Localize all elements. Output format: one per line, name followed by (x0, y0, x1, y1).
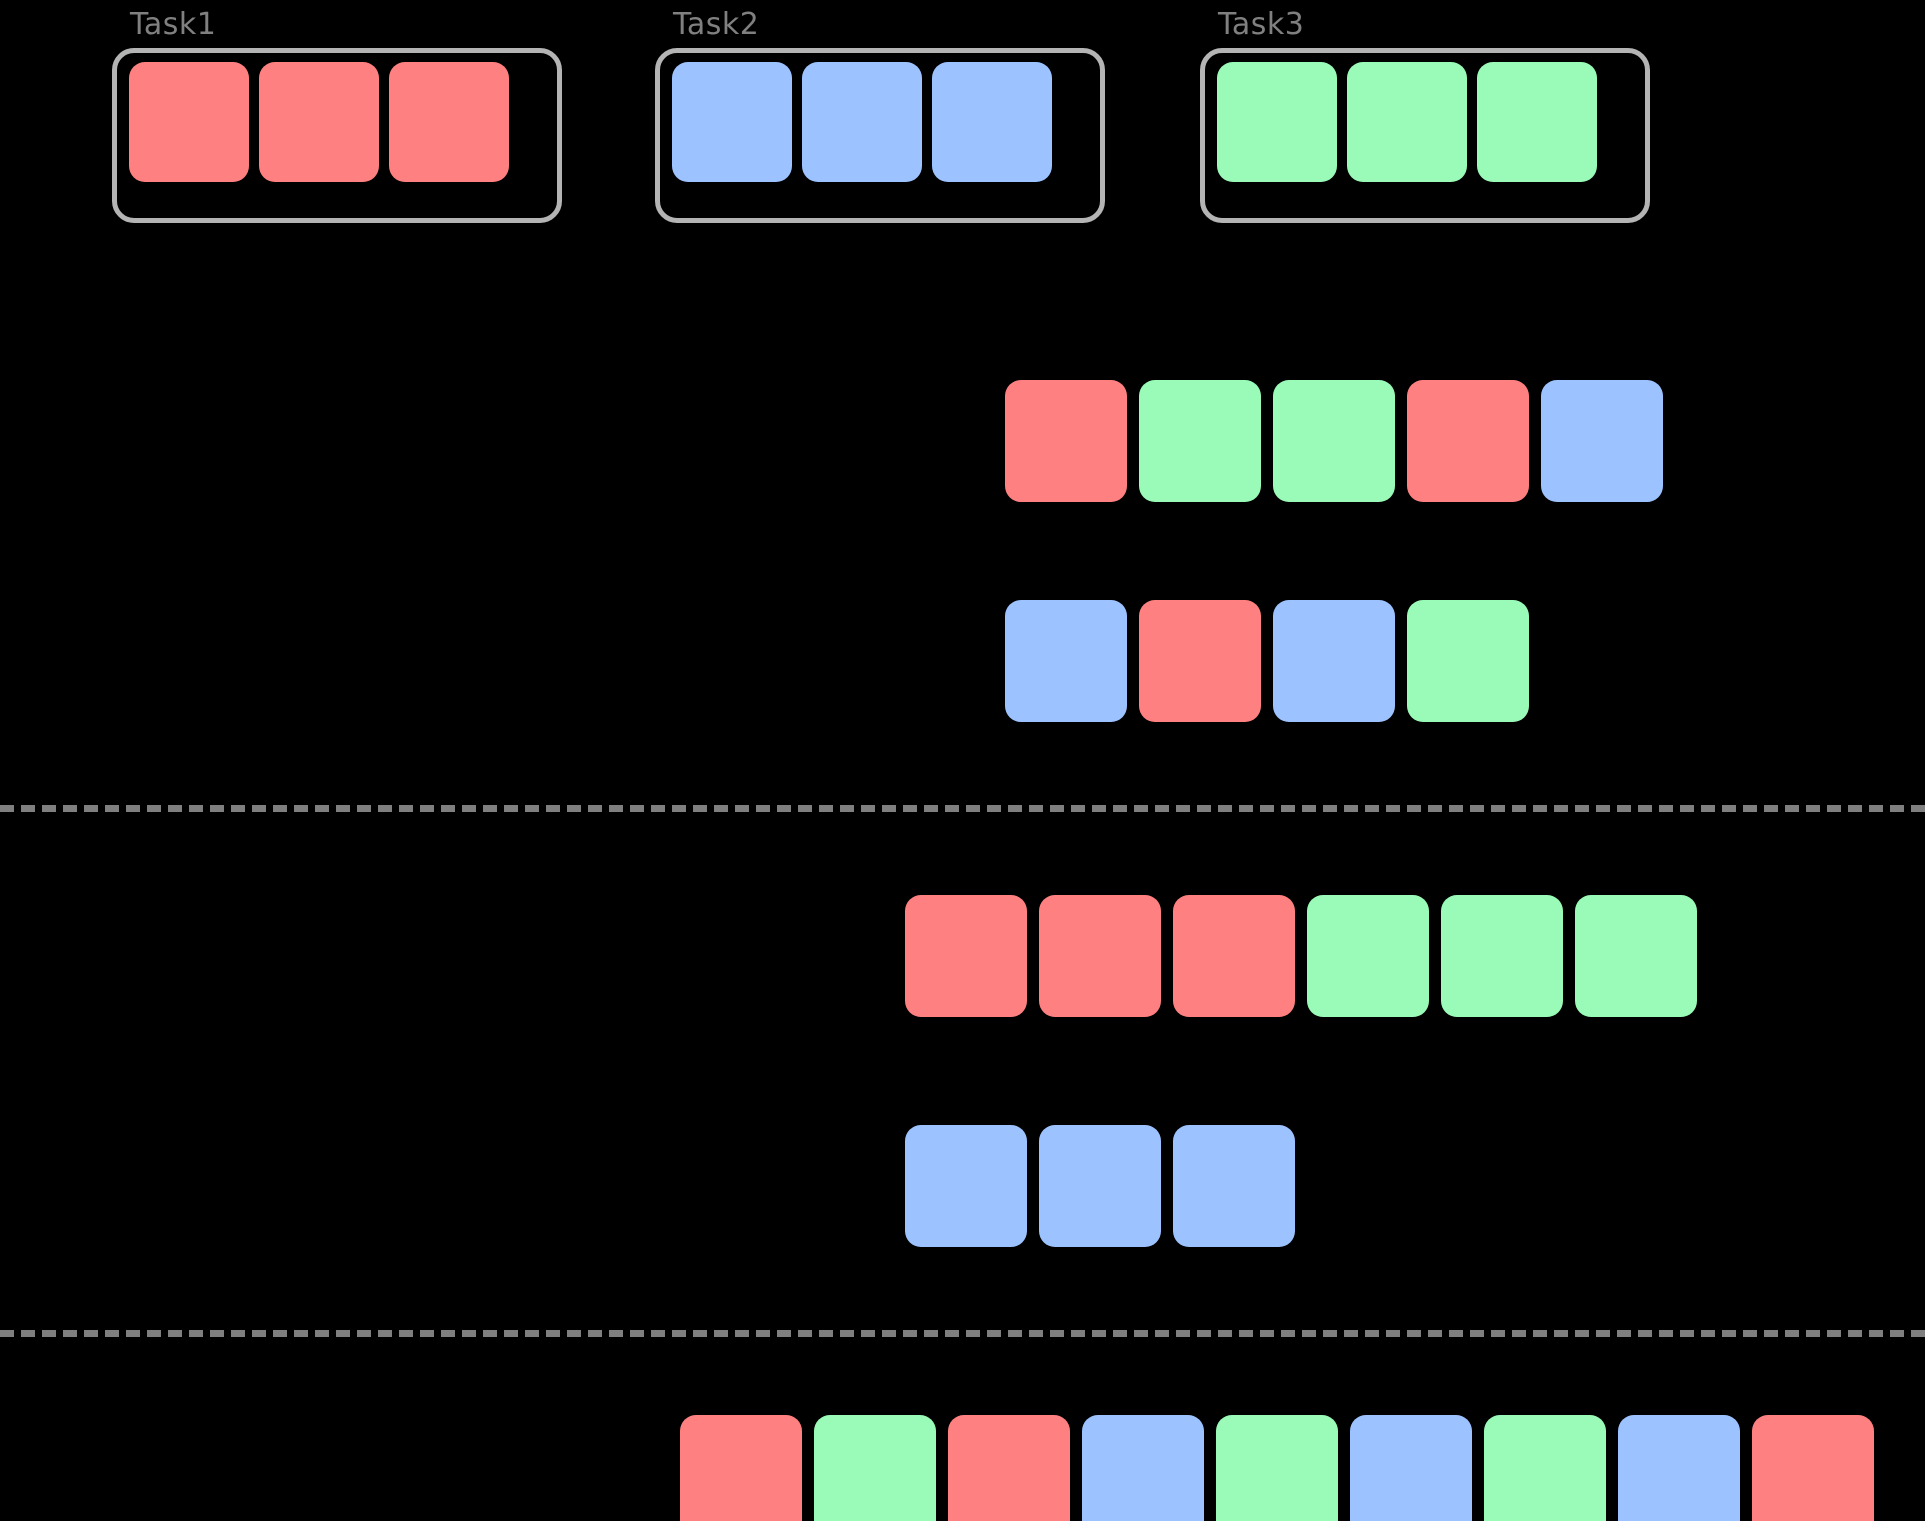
sequence-block[interactable] (1005, 600, 1127, 722)
sequence-block[interactable] (1441, 895, 1563, 1017)
sequence-block[interactable] (814, 1415, 936, 1521)
sequence-block[interactable] (1082, 1415, 1204, 1521)
sequence-block[interactable] (1541, 380, 1663, 502)
sequence-4 (905, 1125, 1295, 1247)
task-block[interactable] (389, 62, 509, 182)
task-group-blocks (672, 62, 1052, 182)
task-block[interactable] (1217, 62, 1337, 182)
divider-2 (0, 1330, 1925, 1337)
sequence-block[interactable] (1139, 600, 1261, 722)
task-group-frame (112, 48, 562, 223)
sequence-1 (1005, 380, 1663, 502)
task-block[interactable] (672, 62, 792, 182)
task-block[interactable] (259, 62, 379, 182)
task-block[interactable] (1347, 62, 1467, 182)
sequence-block[interactable] (905, 1125, 1027, 1247)
sequence-block[interactable] (1752, 1415, 1874, 1521)
task-block[interactable] (932, 62, 1052, 182)
task-group-blocks (129, 62, 509, 182)
sequence-block[interactable] (1618, 1415, 1740, 1521)
sequence-2 (1005, 600, 1529, 722)
sequence-block[interactable] (1039, 895, 1161, 1017)
task-group-label: Task2 (673, 7, 760, 42)
task-block[interactable] (129, 62, 249, 182)
task-group-label: Task1 (130, 7, 217, 42)
sequence-5 (680, 1415, 1874, 1521)
sequence-block[interactable] (1350, 1415, 1472, 1521)
sequence-block[interactable] (1407, 380, 1529, 502)
sequence-block[interactable] (1484, 1415, 1606, 1521)
sequence-block[interactable] (1039, 1125, 1161, 1247)
sequence-block[interactable] (948, 1415, 1070, 1521)
sequence-block[interactable] (1307, 895, 1429, 1017)
sequence-block[interactable] (1139, 380, 1261, 502)
sequence-block[interactable] (1216, 1415, 1338, 1521)
task-block[interactable] (802, 62, 922, 182)
sequence-block[interactable] (1575, 895, 1697, 1017)
sequence-3 (905, 895, 1697, 1017)
sequence-block[interactable] (1173, 895, 1295, 1017)
task-group-frame (1200, 48, 1650, 223)
sequence-block[interactable] (1005, 380, 1127, 502)
sequence-block[interactable] (1173, 1125, 1295, 1247)
sequence-block[interactable] (1273, 600, 1395, 722)
task-group-1[interactable]: Task1 (112, 8, 562, 223)
sequence-block[interactable] (1273, 380, 1395, 502)
task-group-label: Task3 (1218, 7, 1305, 42)
sequence-block[interactable] (680, 1415, 802, 1521)
task-group-3[interactable]: Task3 (1200, 8, 1650, 223)
task-block[interactable] (1477, 62, 1597, 182)
task-group-2[interactable]: Task2 (655, 8, 1105, 223)
sequence-block[interactable] (905, 895, 1027, 1017)
task-group-frame (655, 48, 1105, 223)
task-group-blocks (1217, 62, 1597, 182)
divider-1 (0, 805, 1925, 812)
sequence-block[interactable] (1407, 600, 1529, 722)
